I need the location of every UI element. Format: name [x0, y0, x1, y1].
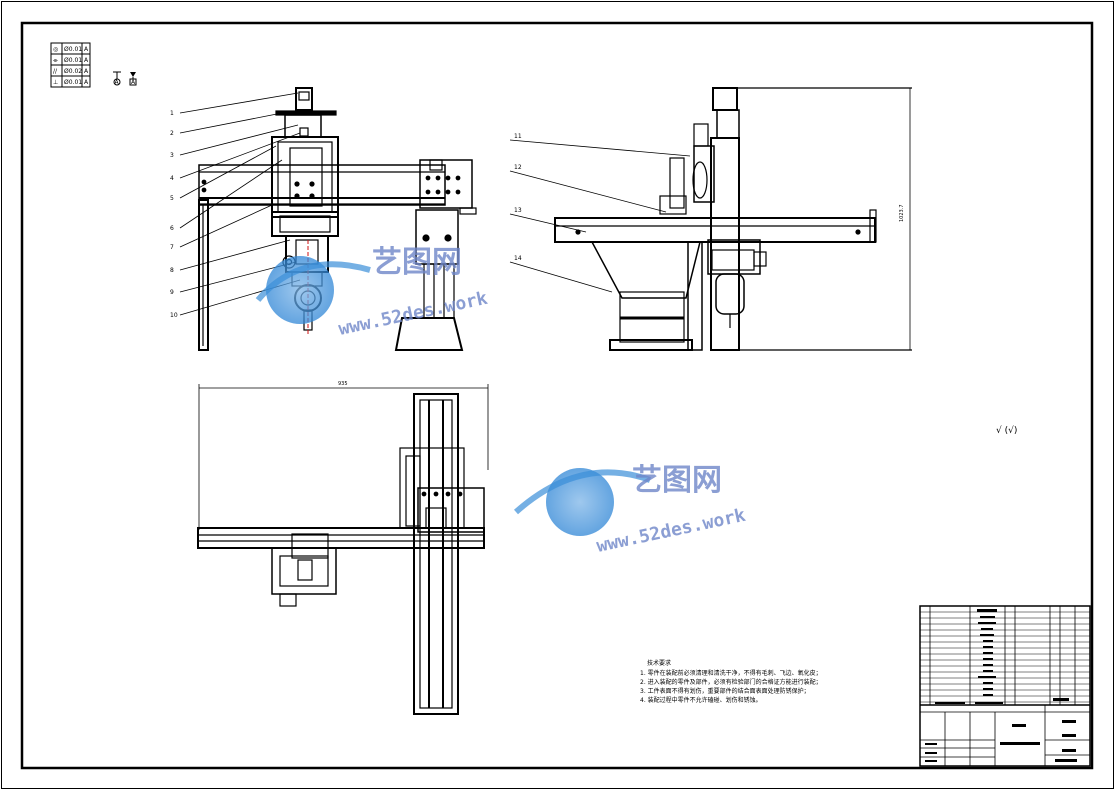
part-label: 13	[514, 207, 522, 214]
part-label: 10	[170, 312, 178, 319]
tolerance-symbol: ⌯	[53, 57, 58, 64]
watermark-url-1: www.52des.work	[337, 288, 490, 340]
part-label: 3	[170, 152, 174, 159]
part-label: 7	[170, 244, 174, 251]
datum-label-2: A	[131, 79, 136, 86]
tolerance-symbol: ◎	[53, 46, 58, 53]
part-label: 12	[514, 164, 522, 171]
part-label: 14	[514, 255, 522, 262]
tech-requirements-title: 技术要求	[647, 659, 671, 667]
tolerance-symbol: //	[53, 68, 58, 75]
watermark-url-2: www.52des.work	[595, 505, 748, 557]
part-label: 6	[170, 225, 174, 232]
tolerance-datum: A	[84, 46, 89, 53]
title-block-fill	[925, 609, 1077, 762]
watermark-top: 艺图网 www.52des.work	[255, 245, 490, 340]
inner-frame	[20, 21, 1094, 770]
top-view	[197, 384, 489, 715]
part-label: 5	[170, 195, 174, 202]
tolerance-symbol: ⊥	[53, 79, 58, 86]
part-label: 4	[170, 175, 174, 182]
datum-symbols: A A	[113, 71, 137, 86]
part-label: 2	[170, 130, 174, 137]
tolerance-value: Ø0.01	[64, 46, 82, 53]
tolerance-value: Ø0.01	[64, 57, 82, 64]
tech-requirement-4: 4. 装配过程中零件不允许磕碰、划伤和锈蚀。	[640, 696, 762, 704]
watermark-middle: 艺图网 www.52des.work	[514, 463, 748, 557]
tech-requirement-1: 1. 零件在装配前必须清理和清洗干净，不得有毛刺、飞边、氧化皮；	[640, 669, 822, 677]
part-label: 1	[170, 110, 174, 117]
part-label: 8	[170, 267, 174, 274]
watermark-brand-2: 艺图网	[632, 463, 722, 498]
tech-requirement-2: 2. 进入装配的零件及部件，必须有检验部门的合格证方能进行装配；	[640, 678, 822, 686]
tolerance-datum: A	[84, 68, 89, 75]
side-height-dimension: 1023.7	[899, 205, 905, 223]
surface-finish-symbol: √ (√)	[996, 425, 1017, 436]
tolerance-datum: A	[84, 57, 89, 64]
watermark-brand-1: 艺图网	[372, 245, 462, 280]
top-width-dimension: 935	[338, 381, 348, 387]
part-label: 9	[170, 289, 174, 296]
part-label: 11	[514, 133, 522, 140]
tolerance-value: Ø0.01	[64, 79, 82, 86]
tolerance-value: Ø0.02	[64, 68, 82, 75]
tolerance-datum: A	[84, 79, 89, 86]
side-view	[554, 87, 912, 351]
title-block	[919, 605, 1091, 767]
tech-requirements: 技术要求 1. 零件在装配前必须清理和清洗干净，不得有毛刺、飞边、氧化皮； 2.…	[640, 659, 822, 704]
datum-label-1: A	[115, 79, 120, 86]
tech-requirement-3: 3. 工件表面不得有划伤，重要部件的结合面表面处理防锈保护；	[640, 687, 810, 695]
side-labels	[509, 139, 691, 293]
